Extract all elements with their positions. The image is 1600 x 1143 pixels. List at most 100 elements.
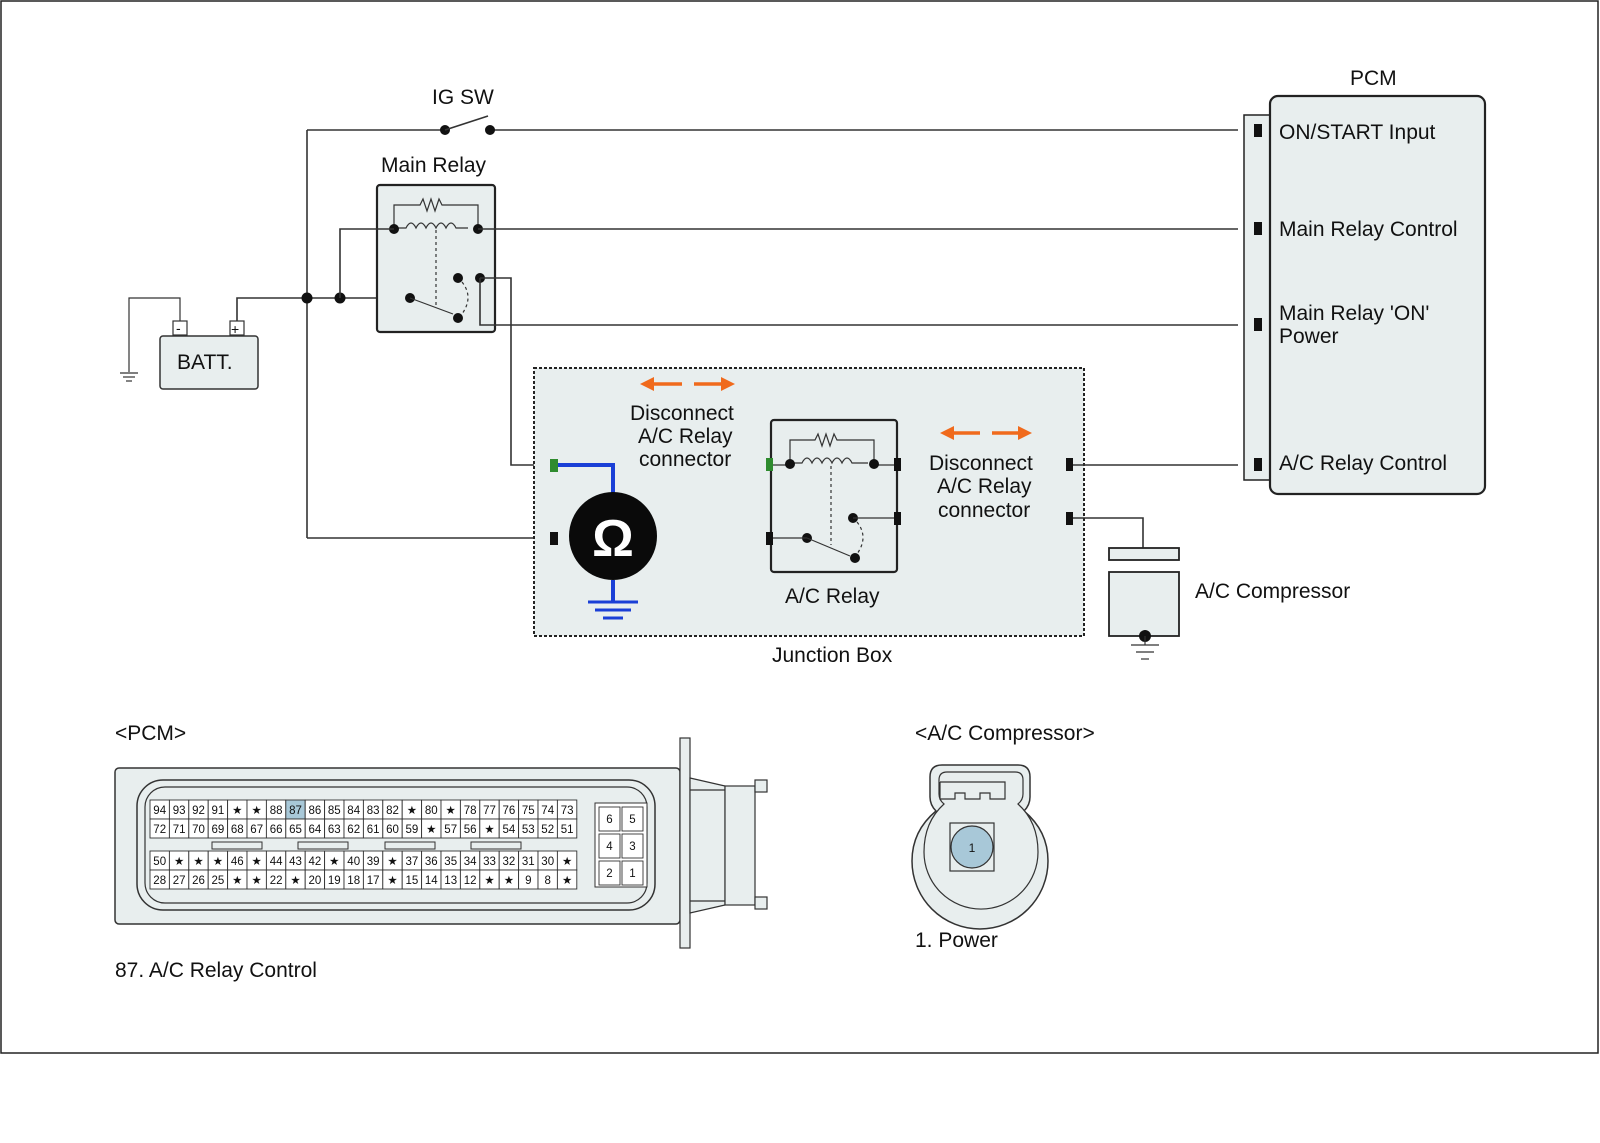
pcm-pin-label: 63 — [328, 824, 341, 836]
pcm-pin-label: ★ — [426, 824, 436, 836]
pcm-pin-label: ★ — [232, 875, 242, 887]
svg-text:A/C Relay: A/C Relay — [638, 425, 733, 448]
pcm-pin-label: ★ — [484, 824, 494, 836]
pcm-pin-label: 27 — [173, 875, 186, 887]
pcm-pin-label: ★ — [232, 805, 242, 817]
pcm-pin-label: ★ — [213, 856, 223, 868]
pcm-pin-label: 42 — [309, 856, 322, 868]
pcm-pin-label: 88 — [270, 805, 283, 817]
pcm-pin-label: 33 — [483, 856, 496, 868]
pcm-pin-label: ★ — [562, 856, 572, 868]
pcm-pin-label: 36 — [425, 856, 438, 868]
pcm-pin-label: ★ — [174, 856, 184, 868]
pcm-side-pin-label: 4 — [606, 841, 613, 853]
pcm-pin-label: ★ — [193, 856, 203, 868]
pcm-pin-label: 91 — [212, 805, 225, 817]
pcm-pin-label: 67 — [250, 824, 263, 836]
ac-relay: A/C Relay — [766, 418, 901, 608]
pcm-pin-label: 46 — [231, 856, 244, 868]
pcm-pin-label: 75 — [522, 805, 535, 817]
pcm-pin-label: ★ — [387, 875, 397, 887]
pcm-pin-label: 19 — [328, 875, 341, 887]
ac-compressor-connector-view: <A/C Compressor> 1 1. Power — [911, 722, 1095, 952]
pcm-pin-label: 73 — [561, 805, 574, 817]
ohmmeter: Ω — [550, 459, 657, 620]
svg-text:Disconnect: Disconnect — [929, 452, 1033, 475]
pcm-pin-label: 35 — [444, 856, 457, 868]
pcm-pin-label: 53 — [522, 824, 535, 836]
pcm-pin-label: 14 — [425, 875, 438, 887]
main-relay-label: Main Relay — [381, 154, 487, 177]
pcm-pin-label: 40 — [347, 856, 360, 868]
pcm-pin-label: 70 — [192, 824, 205, 836]
pcm-pin-label: 69 — [212, 824, 225, 836]
pcm-pin-label: 20 — [309, 875, 322, 887]
pcm-connector-title: <PCM> — [115, 722, 186, 745]
ac-compressor-connector-title: <A/C Compressor> — [915, 722, 1095, 745]
pcm-pin-label: 78 — [464, 805, 477, 817]
pcm-pin-label: 86 — [309, 805, 322, 817]
pcm-pin-label: 66 — [270, 824, 283, 836]
pcm-side-pin-cell — [621, 806, 644, 832]
pcm-pin-label: 94 — [153, 805, 166, 817]
pcm-side-pin-label: 3 — [629, 841, 635, 853]
pcm-main-relay-on-label: Main Relay 'ON' — [1279, 302, 1429, 325]
pcm-pin-label: 8 — [544, 875, 550, 887]
pcm-pin-label: 68 — [231, 824, 244, 836]
ohm-icon: Ω — [592, 510, 634, 568]
pcm-pin-label: 62 — [347, 824, 360, 836]
pcm-pin-label: 13 — [444, 875, 457, 887]
pcm-pin-label: 17 — [367, 875, 380, 887]
pcm-pin-label: 57 — [444, 824, 457, 836]
pcm-pin-label: ★ — [446, 805, 456, 817]
pcm-side-pin-label: 2 — [606, 868, 612, 880]
disconnect-arrows-left — [640, 377, 735, 391]
pcm-pin-label: 43 — [289, 856, 302, 868]
pcm-pin-label: 31 — [522, 856, 535, 868]
ac-compressor-connector-caption: 1. Power — [915, 929, 998, 952]
pcm-pin-label: 52 — [541, 824, 554, 836]
pcm-pin-label: 54 — [503, 824, 516, 836]
pcm-pin-label: 56 — [464, 824, 477, 836]
pcm-side-pin-label: 5 — [629, 814, 635, 826]
pcm-pin-label: 32 — [503, 856, 516, 868]
pcm-connector-caption: 87. A/C Relay Control — [115, 959, 317, 982]
pcm-pin-label: 9 — [525, 875, 531, 887]
pcm-power-label: Power — [1279, 325, 1339, 348]
pcm-side-pin-cell — [621, 860, 644, 886]
pcm-pin-label: ★ — [290, 875, 300, 887]
pcm-pin-label: 71 — [173, 824, 186, 836]
pcm-pin-label: ★ — [329, 856, 339, 868]
battery: - + BATT. — [120, 297, 410, 390]
pcm-pin-label: 85 — [328, 805, 341, 817]
pcm-pin-label: 22 — [270, 875, 283, 887]
pcm-side-pin-cell — [621, 833, 644, 859]
pcm-pin-label: 59 — [406, 824, 419, 836]
page-border — [0, 0, 1599, 1054]
pcm-pin-label: 80 — [425, 805, 438, 817]
pcm-pin-label: ★ — [407, 805, 417, 817]
svg-text:A/C Relay: A/C Relay — [937, 475, 1032, 498]
pcm-pin-label: ★ — [252, 856, 262, 868]
pcm-pin-label: 92 — [192, 805, 205, 817]
pcm-pin-label: ★ — [252, 875, 262, 887]
pcm-pin-label: 82 — [386, 805, 399, 817]
pcm-pin-label: 72 — [153, 824, 166, 836]
pcm-pin-label: ★ — [252, 805, 262, 817]
svg-text:+: + — [231, 321, 239, 337]
pcm-pin-label: 77 — [483, 805, 496, 817]
pcm-pin-label: 39 — [367, 856, 380, 868]
pcm-pin-label: 76 — [503, 805, 516, 817]
pcm-pin-label: 61 — [367, 824, 380, 836]
pcm-pin-label: 37 — [406, 856, 419, 868]
junction-box-label: Junction Box — [772, 644, 893, 667]
pcm-main-relay-control-label: Main Relay Control — [1279, 218, 1458, 241]
pcm-pin-label: 64 — [309, 824, 322, 836]
ig-sw-label: IG SW — [432, 86, 494, 109]
pcm-pin-label: ★ — [504, 875, 514, 887]
pcm-pin-label: 83 — [367, 805, 380, 817]
